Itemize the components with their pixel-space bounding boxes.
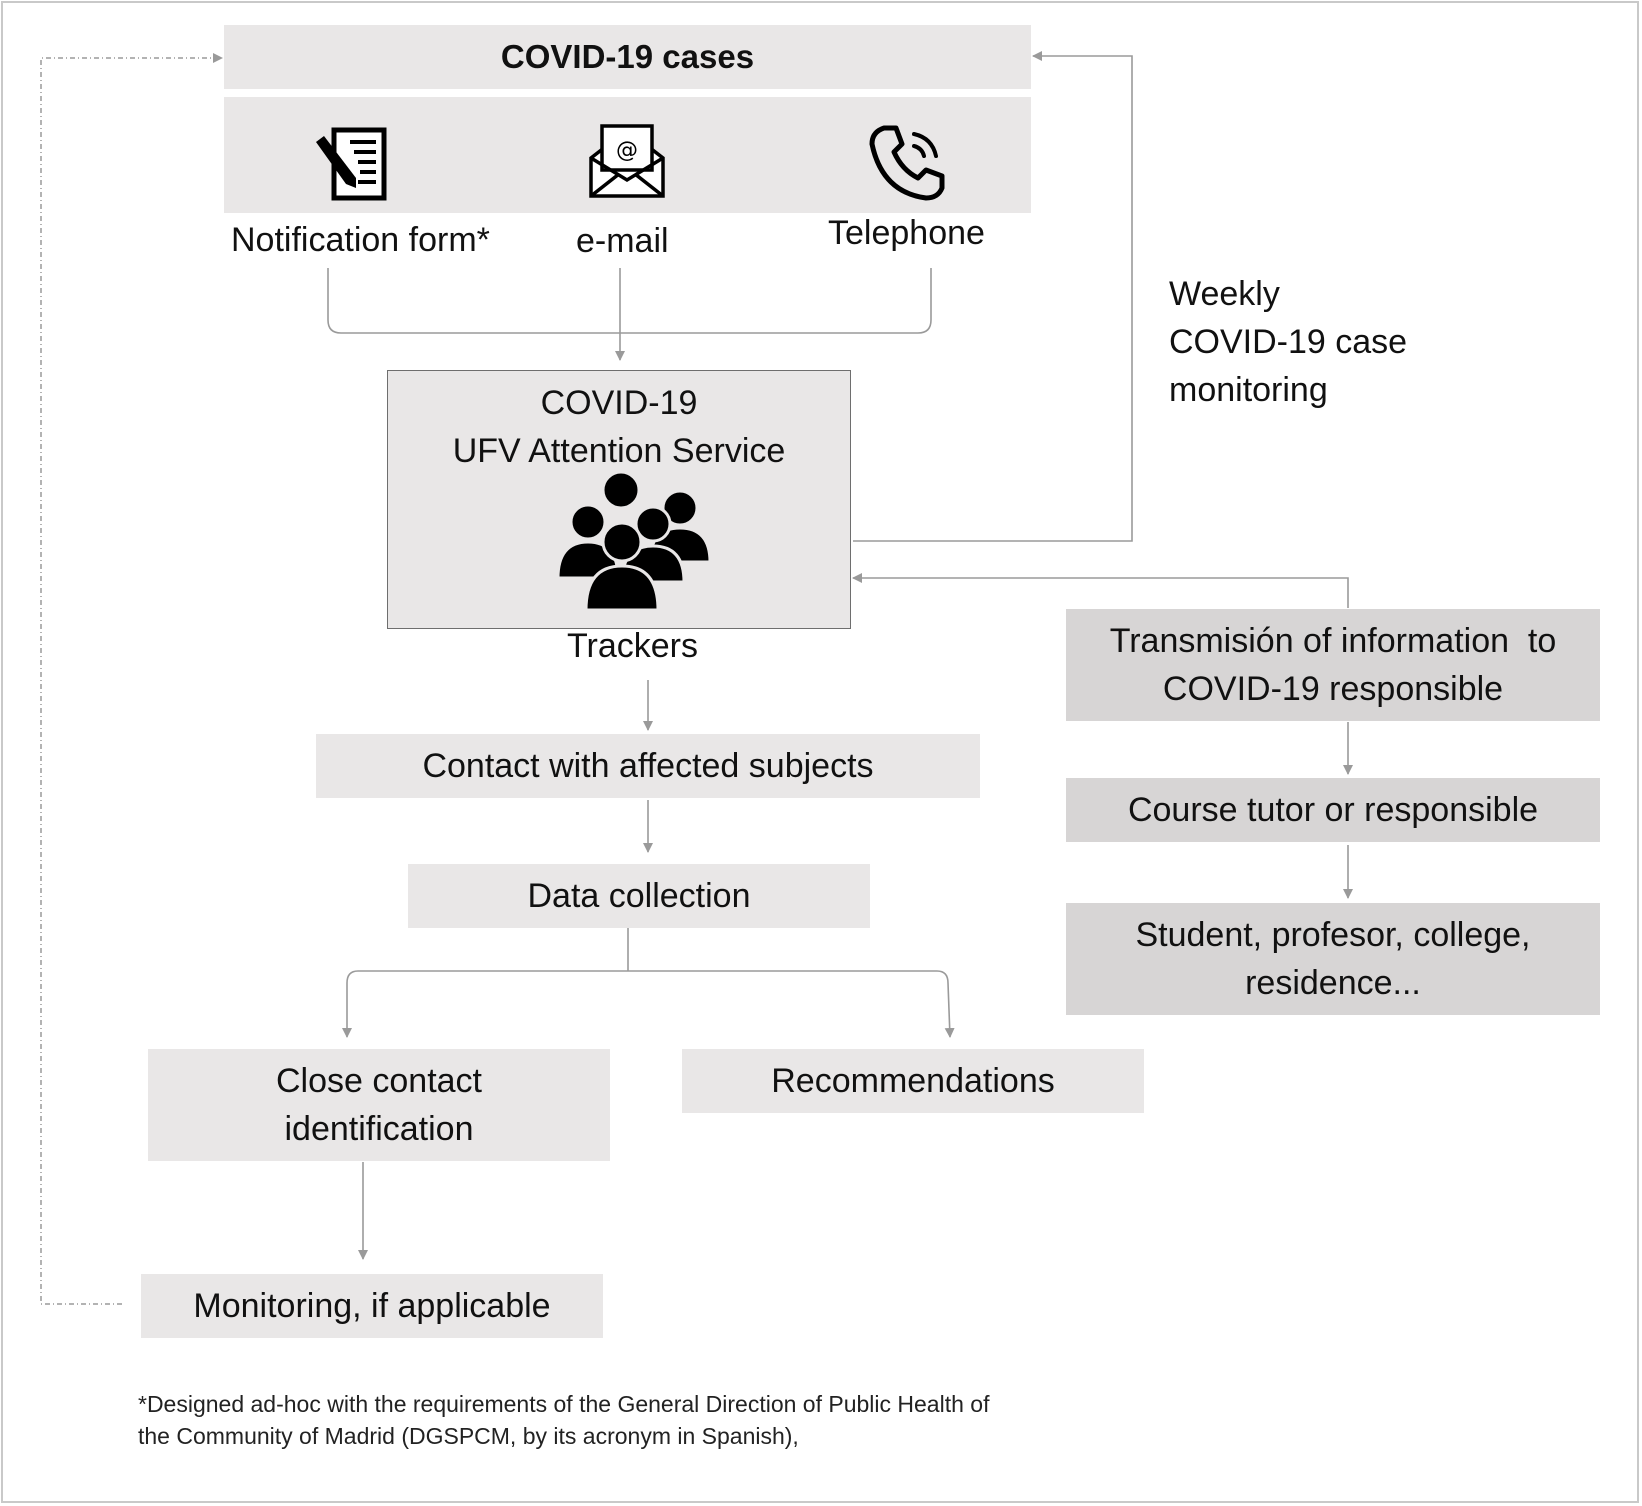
email-icon: @	[589, 124, 665, 198]
trackers-caption: Trackers	[567, 627, 698, 665]
monitoring-if-applicable-box: Monitoring, if applicable	[141, 1274, 603, 1338]
recipients-line: residence...	[1245, 964, 1421, 1002]
footnote-line: *Designed ad-hoc with the requirements o…	[138, 1391, 990, 1417]
contact-affected-subjects-box: Contact with affected subjects	[316, 734, 980, 798]
service-title-line1: COVID-19	[540, 384, 698, 422]
footnote: *Designed ad-hoc with the requirements o…	[138, 1388, 989, 1452]
notification-form-icon	[316, 127, 387, 201]
weekly-monitoring-line: monitoring	[1169, 371, 1328, 409]
service-title-line2: UFV Attention Service	[452, 432, 786, 470]
recipients-box: Student, profesor, college, residence...	[1066, 903, 1600, 1015]
group-of-people-icon	[556, 470, 712, 610]
weekly-monitoring-label: Weekly COVID-19 case monitoring	[1169, 270, 1407, 414]
telephone-icon	[869, 125, 945, 201]
channel-label-notification-form: Notification form*	[231, 221, 490, 259]
channel-label-telephone: Telephone	[828, 214, 985, 252]
connector-to-recommendations	[628, 970, 955, 1038]
close-contact-line: identification	[284, 1110, 474, 1148]
data-collection-box: Data collection	[408, 864, 870, 928]
transmission-information-box: Transmisión of information to COVID-19 r…	[1066, 609, 1600, 721]
connector-notification	[327, 268, 932, 334]
connector-to-close-contact	[342, 970, 628, 1038]
close-contact-identification-box: Close contact identification	[148, 1049, 610, 1161]
connector-monitoring-loop	[40, 53, 223, 1305]
transmission-line: Transmisión of information to	[1109, 622, 1557, 660]
weekly-monitoring-line: COVID-19 case	[1169, 323, 1408, 361]
recommendations-box: Recommendations	[682, 1049, 1144, 1113]
connector-weekly-loop	[853, 51, 1133, 542]
weekly-monitoring-line: Weekly	[1169, 275, 1280, 313]
channel-label-email: e-mail	[576, 222, 669, 260]
transmission-line: COVID-19 responsible	[1162, 670, 1504, 708]
course-tutor-box: Course tutor or responsible	[1066, 778, 1600, 842]
covid-cases-title: COVID-19 cases	[224, 25, 1031, 89]
recipients-line: Student, profesor, college,	[1135, 916, 1531, 954]
connector-transmission-to-service	[852, 573, 1349, 608]
footnote-line: the Community of Madrid (DGSPCM, by its …	[138, 1423, 799, 1449]
close-contact-line: Close contact	[276, 1062, 482, 1100]
svg-text:@: @	[616, 138, 638, 163]
